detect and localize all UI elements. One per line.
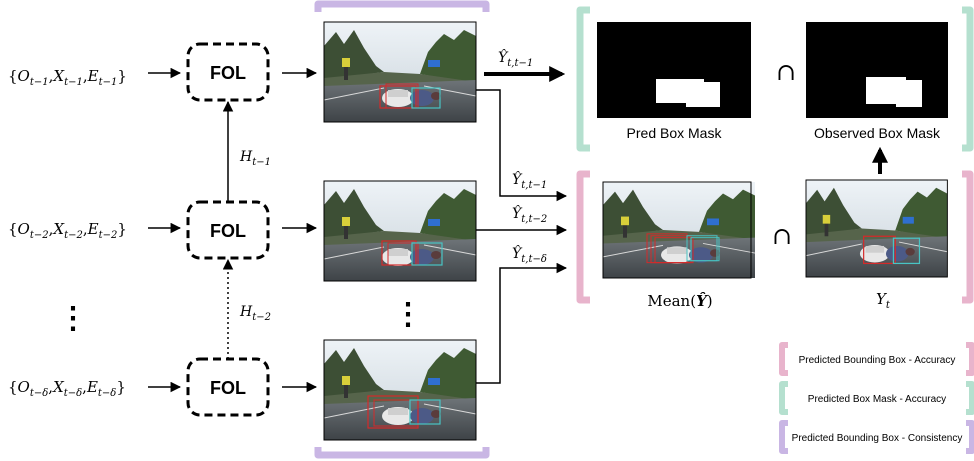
frame-2 (323, 180, 477, 282)
intersect-symbol-box: ∩ (772, 222, 792, 250)
vertical-ellipsis-frames: ⋮ (393, 298, 423, 331)
intersect-symbol-mask: ∩ (776, 58, 796, 86)
svg-text:FOL: FOL (210, 63, 246, 83)
observed-box-mask-image (806, 22, 948, 118)
svg-text:Predicted Box Mask - Accuracy: Predicted Box Mask - Accuracy (808, 394, 946, 405)
svg-text:FOL: FOL (210, 378, 246, 398)
mask-bracket-right (962, 6, 974, 152)
mask-bracket-left (576, 6, 590, 152)
pred-label-mask: Ŷt,t−1 (498, 48, 533, 69)
pred-label-1: Ŷt,t−1 (512, 170, 547, 191)
pred-box-mask-caption: Pred Box Mask (627, 125, 723, 141)
frame-3 (323, 339, 477, 441)
box-bracket-right (962, 170, 974, 304)
svg-text:Predicted Bounding Box - Consi: Predicted Bounding Box - Consistency (792, 433, 963, 444)
legend-item-mask-accuracy: Predicted Box Mask - Accuracy (779, 381, 974, 415)
vertical-ellipsis-left: ⋮ (58, 302, 88, 335)
mean-prediction-frame (602, 181, 756, 279)
pred-label-2: Ŷt,t−2 (512, 204, 547, 225)
legend: Predicted Bounding Box - Accuracy Predic… (779, 342, 974, 454)
input-set-3: {Ot−δ,Xt−δ,Et−δ} (8, 378, 126, 399)
legend-item-bbox-accuracy: Predicted Bounding Box - Accuracy (779, 342, 974, 376)
input-set-2: {Ot−2,Xt−2,Et−2} (8, 220, 127, 241)
ground-truth-frame (805, 179, 948, 278)
arrow-pred-delta (476, 262, 568, 384)
svg-text:{Ot−δ,Xt−δ,Et−δ}: {Ot−δ,Xt−δ,Et−δ} (8, 378, 126, 399)
arrow-pred-1 (476, 89, 568, 202)
fol-box-3: FOL (186, 357, 270, 417)
box-bracket-left (576, 170, 590, 304)
svg-text:{Ot−2,Xt−2,Et−2}: {Ot−2,Xt−2,Et−2} (8, 220, 127, 241)
pred-box-mask-image (597, 22, 751, 118)
observed-box-mask-caption: Observed Box Mask (814, 125, 941, 141)
hidden-state-2: Ht−2 (239, 304, 271, 323)
hidden-state-1: Ht−1 (239, 149, 271, 168)
svg-text:Predicted Bounding Box - Accur: Predicted Bounding Box - Accuracy (799, 355, 956, 366)
pred-label-delta: Ŷt,t−δ (512, 244, 547, 265)
gt-caption: Yt (876, 290, 891, 311)
svg-text:{Ot−1,Xt−1,Et−1}: {Ot−1,Xt−1,Et−1} (8, 67, 127, 88)
consistency-bracket-bottom (314, 447, 490, 459)
input-set-1: {Ot−1,Xt−1,Et−1} (8, 67, 127, 88)
mean-caption: Mean(Ŷ) (647, 292, 712, 310)
consistency-bracket-top (314, 0, 490, 12)
fol-box-1: FOL (186, 42, 270, 102)
legend-item-bbox-consistency: Predicted Bounding Box - Consistency (779, 420, 974, 454)
svg-text:FOL: FOL (210, 221, 246, 241)
frame-1 (323, 21, 477, 123)
fol-box-2: FOL (186, 200, 270, 260)
